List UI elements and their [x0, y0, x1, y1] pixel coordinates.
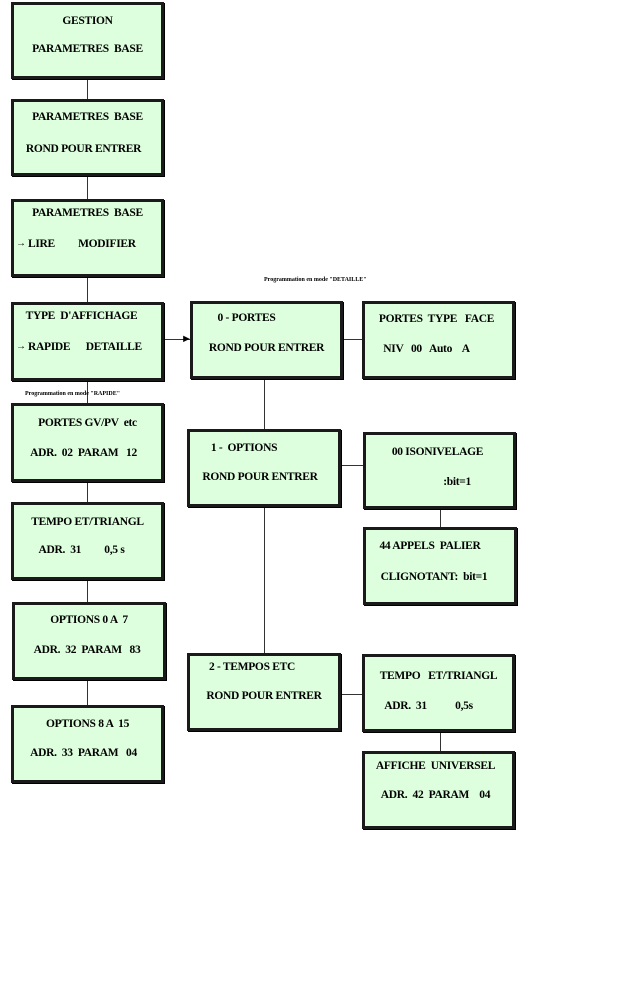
- box-title: TEMPO ET/TRIANGL: [379, 670, 498, 682]
- box-title: 2 - TEMPOS ETC: [208, 661, 295, 673]
- box-title: GESTION: [62, 15, 113, 27]
- connector: [87, 481, 88, 503]
- arrow-right-icon: ►: [181, 333, 192, 345]
- box-title: PARAMETRES BASE: [32, 207, 143, 219]
- box-title: PORTES TYPE FACE: [378, 313, 495, 325]
- options-8-15-box: OPTIONS 8 A 15 ADR. 33 PARAM 04: [11, 705, 164, 783]
- connector: [87, 176, 88, 200]
- box-detail: ADR. 31 0,5 s: [38, 544, 125, 556]
- parametres-lire-box: PARAMETRES BASE → LIRE MODIFIER: [11, 199, 164, 277]
- box-detail: LIRE MODIFIER: [28, 238, 136, 250]
- tempo-right-box: TEMPO ET/TRIANGL ADR. 31 0,5s: [362, 654, 515, 732]
- affiche-box: AFFICHE UNIVERSEL ADR. 42 PARAM 04: [362, 751, 515, 829]
- box-detail: ROND POUR ENTRER: [206, 690, 322, 702]
- connector: [440, 509, 441, 527]
- connector: [340, 465, 364, 466]
- box-detail: ROND POUR ENTRER: [202, 471, 318, 483]
- connector: [164, 339, 190, 340]
- box-detail: ADR. 33 PARAM 04: [30, 747, 137, 759]
- box-title: 1 - OPTIONS: [210, 442, 278, 454]
- affichage-box: TYPE D'AFFICHAGE → RAPIDE DETAILLE: [11, 302, 164, 381]
- box-detail: ADR. 31 0,5s: [384, 700, 473, 712]
- options-0-7-box: OPTIONS 0 A 7 ADR. 32 PARAM 83: [12, 602, 166, 680]
- box-title: 00 ISONIVELAGE: [391, 446, 484, 458]
- connector: [87, 679, 88, 706]
- box-detail: ROND POUR ENTRER: [25, 143, 142, 155]
- parametres-enter-box: PARAMETRES BASE ROND POUR ENTRER: [11, 99, 164, 176]
- portes-gv-box: PORTES GV/PV etc ADR. 02 PARAM 12: [11, 403, 164, 482]
- box-title: PORTES GV/PV etc: [38, 417, 137, 429]
- box-detail: ADR. 42 PARAM 04: [380, 789, 491, 801]
- tempos-box: 2 - TEMPOS ETC ROND POUR ENTRER: [187, 653, 341, 731]
- box-title: 44 APPELS PALIER: [379, 540, 481, 552]
- box-detail: CLIGNOTANT: bit=1: [380, 571, 488, 583]
- options-box: 1 - OPTIONS ROND POUR ENTRER: [187, 429, 341, 507]
- box-detail: ADR. 02 PARAM 12: [30, 447, 137, 459]
- connector: [87, 579, 88, 603]
- box-detail: :bit=1: [420, 476, 471, 488]
- mode-detaille-note: Programmation en mode "DETAILLE": [264, 277, 367, 283]
- portes-type-box: PORTES TYPE FACE NIV 00 Auto A: [362, 301, 515, 379]
- appels-box: 44 APPELS PALIER CLIGNOTANT: bit=1: [363, 527, 517, 605]
- connector: [87, 380, 88, 404]
- box-detail: RAPIDE DETAILLE: [28, 341, 142, 353]
- arrow-right-icon: →: [16, 238, 26, 249]
- connector: [264, 506, 265, 654]
- mode-rapide-note: Programmation en mode "RAPIDE": [25, 391, 121, 397]
- tempo-box: TEMPO ET/TRIANGL ADR. 31 0,5 s: [11, 502, 164, 580]
- connector: [87, 276, 88, 303]
- box-title: TYPE D'AFFICHAGE: [25, 310, 138, 322]
- isonivelage-box: 00 ISONIVELAGE :bit=1: [363, 432, 516, 509]
- box-detail: PARAMETRES BASE: [32, 43, 143, 55]
- box-detail: ADR. 32 PARAM 83: [33, 644, 141, 656]
- box-title: AFFICHE UNIVERSEL: [375, 760, 496, 772]
- arrow-right-icon: →: [16, 341, 26, 352]
- connector: [264, 378, 265, 429]
- box-title: 0 - PORTES: [217, 312, 276, 324]
- connector: [342, 339, 362, 340]
- box-detail: ROND POUR ENTRER: [208, 342, 325, 354]
- connector: [340, 694, 363, 695]
- box-title: PARAMETRES BASE: [32, 111, 143, 123]
- connector: [440, 731, 441, 751]
- box-title: OPTIONS 8 A 15: [45, 718, 130, 730]
- box-title: TEMPO ET/TRIANGL: [31, 516, 144, 528]
- connector: [87, 78, 88, 100]
- gestion-box: GESTION PARAMETRES BASE: [11, 2, 164, 79]
- portes-box: 0 - PORTES ROND POUR ENTRER: [190, 301, 343, 379]
- box-title: OPTIONS 0 A 7: [50, 614, 128, 626]
- box-detail: NIV 00 Auto A: [383, 343, 470, 355]
